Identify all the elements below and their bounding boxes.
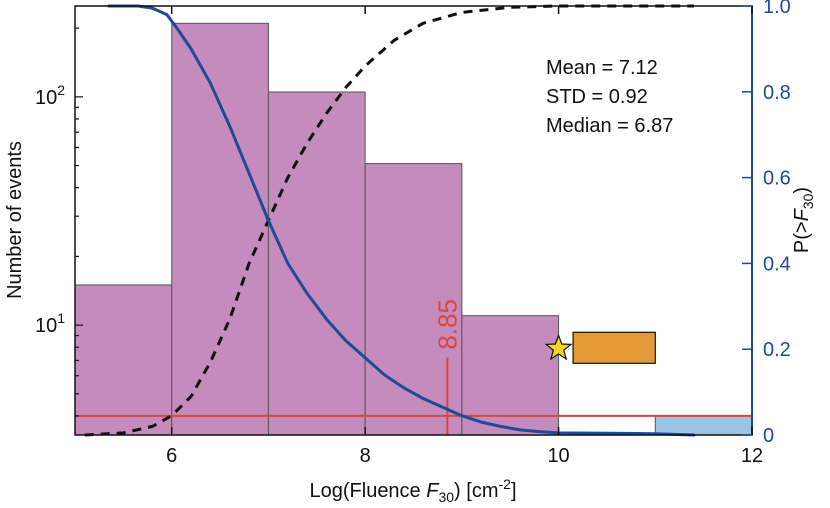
- left-y-axis-title: Number of events: [4, 141, 26, 299]
- stats-median: Median = 6.87: [546, 115, 673, 137]
- right-tick-label-0.2: 0.2: [763, 339, 791, 361]
- right-tick-label-0.6: 0.6: [763, 168, 791, 190]
- histogram-bar-1: [171, 22, 269, 436]
- x-tick-label-12: 12: [741, 445, 763, 467]
- axes: 6 8 10 12 101 102 0 0.2 0.4 0.6 0.8 1.0: [35, 0, 791, 467]
- x-tick-label-6: 6: [166, 445, 177, 467]
- star-marker: [544, 333, 573, 361]
- left-tick-label-100: 102: [35, 82, 65, 109]
- x-tick-label-8: 8: [360, 445, 371, 467]
- left-tick-label-10: 101: [35, 310, 65, 337]
- range-box: [572, 331, 656, 364]
- cumulative-dashed-curve: [84, 4, 694, 437]
- stats-std: STD = 0.92: [546, 86, 648, 108]
- histogram-bar-2: [267, 91, 366, 436]
- right-tick-label-1.0: 1.0: [763, 0, 791, 18]
- histogram-bar-3: [364, 163, 463, 436]
- right-tick-label-0: 0: [763, 425, 774, 447]
- x-axis-title: Log(Fluence F30) [cm-2]: [310, 476, 517, 505]
- marker-label: 8.85: [432, 299, 462, 350]
- stats-mean: Mean = 7.12: [546, 57, 658, 79]
- stats-annotation: Mean = 7.12 STD = 0.92 Median = 6.87: [546, 57, 673, 137]
- survival-probability-curve: [107, 4, 696, 437]
- histogram-bar-0: [74, 284, 173, 436]
- x-tick-label-10: 10: [547, 445, 569, 467]
- histogram-bar-4: [461, 315, 560, 436]
- right-tick-label-0.8: 0.8: [763, 82, 791, 104]
- right-tick-label-0.4: 0.4: [763, 253, 791, 275]
- extra-bin-bar: [654, 415, 753, 436]
- plot-area: 8.85: [74, 4, 753, 437]
- right-y-axis-title: P(>F30): [791, 187, 816, 253]
